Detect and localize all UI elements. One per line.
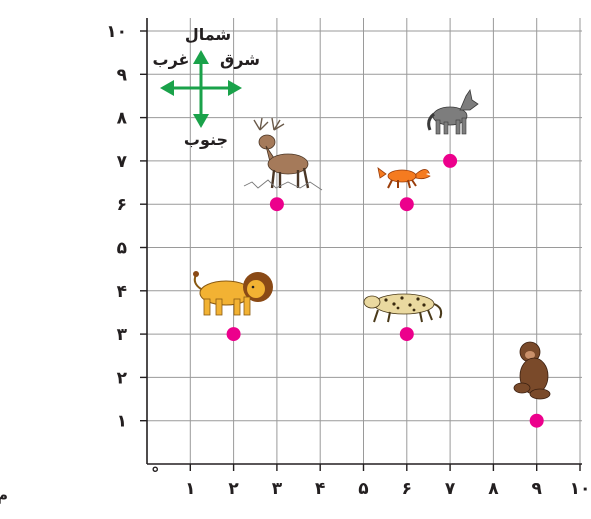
fox-icon xyxy=(378,168,431,188)
tick-labels: ۱ ۲ ۳ ۴ ۵ ۶ ۷ ۸ ۹ ۱۰ ۱ ۲ ۳ ۴ ۵ ۶ ۷ ۸ ۹ ۱۰ xyxy=(106,22,590,499)
x-tick-label: ۱۰ xyxy=(570,479,591,499)
y-tick-label: ۶ xyxy=(117,195,127,215)
y-tick-label: ۵ xyxy=(117,239,127,259)
y-tick-label: ۴ xyxy=(117,282,127,302)
y-tick-label: ۹ xyxy=(117,65,128,85)
x-tick-label: ۳ xyxy=(272,479,283,499)
wolf-icon xyxy=(429,90,478,134)
origin-label: م (مبدأ مختصات) xyxy=(0,485,8,504)
data-point xyxy=(400,327,414,341)
compass-east-label: شرق xyxy=(220,50,260,69)
deer-icon xyxy=(244,118,322,190)
monkey-icon xyxy=(514,342,550,399)
origin-mark: ° xyxy=(151,464,160,484)
lion-icon xyxy=(193,271,273,315)
y-tick-label: ۳ xyxy=(117,325,128,345)
x-tick-label: ۲ xyxy=(228,479,239,499)
axes xyxy=(147,18,582,464)
y-tick-label: ۱ xyxy=(117,412,127,432)
x-tick-label: ۹ xyxy=(532,479,543,499)
x-tick-label: ۸ xyxy=(488,479,499,499)
compass-south-label: جنوب xyxy=(184,130,228,149)
leopard-icon xyxy=(364,294,441,322)
data-point xyxy=(530,414,544,428)
x-tick-label: ۱ xyxy=(185,479,195,499)
x-tick-label: ۶ xyxy=(402,479,412,499)
grid-lines xyxy=(147,18,582,464)
data-point xyxy=(400,197,414,211)
data-point xyxy=(227,327,241,341)
y-tick-label: ۸ xyxy=(117,109,128,129)
data-point xyxy=(443,154,457,168)
compass-north-label: شمال xyxy=(185,25,231,44)
x-tick-label: ۷ xyxy=(445,479,456,499)
compass: شمال جنوب شرق غرب xyxy=(153,25,260,149)
y-tick-label: ۲ xyxy=(117,368,128,388)
x-tick-label: ۴ xyxy=(315,479,325,499)
y-tick-label: ۱۰ xyxy=(106,22,127,42)
data-point xyxy=(270,197,284,211)
y-tick-label: ۷ xyxy=(117,152,128,172)
tick-marks xyxy=(140,31,580,471)
compass-west-label: غرب xyxy=(153,50,190,69)
x-tick-label: ۵ xyxy=(358,479,368,499)
